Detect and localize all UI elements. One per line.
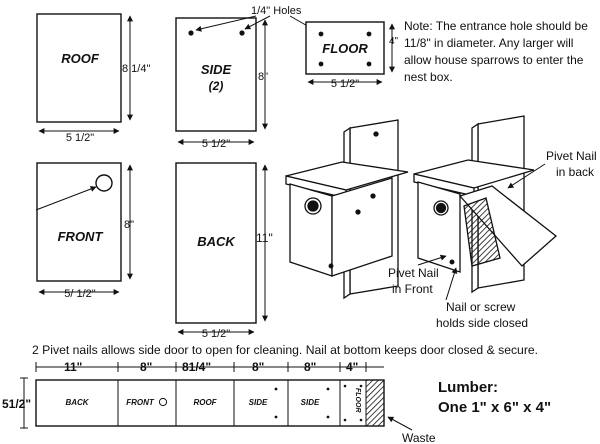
birdhouse-open-illustration — [413, 115, 558, 294]
back-height-dim: 11" — [256, 231, 273, 245]
piece-front: FRONT — [126, 398, 155, 407]
floor-width-dim: 5 1/2" — [331, 78, 359, 90]
back-width-dim: 5 1/2" — [202, 328, 230, 340]
side-width-dim: 5 1/2" — [202, 138, 230, 150]
front-height-dim: 8" — [124, 219, 134, 231]
birdhouse-closed-illustration — [285, 119, 409, 300]
hole-icon — [318, 31, 324, 37]
dim-side-2: 8" — [304, 360, 316, 374]
dim-front: 8" — [140, 360, 152, 374]
roof-height-dim: 8 1/4" — [122, 63, 150, 75]
waste-label: Waste — [402, 431, 436, 444]
cut-layout: 11" 8" 81/4" 8" 8" 4" 51/2" BACK FRONT R… — [2, 360, 436, 444]
hole-icon — [239, 30, 245, 36]
roof-width-dim: 5 1/2" — [66, 132, 94, 144]
dim-side-1: 8" — [252, 360, 264, 374]
holes-callout: 1/4" Holes — [195, 5, 319, 33]
piece-side-1: SIDE — [249, 398, 268, 407]
floor-label: FLOOR — [322, 41, 368, 56]
svg-text:Pivet Nail: Pivet Nail — [388, 266, 439, 280]
hole-icon — [188, 30, 194, 36]
pivot-front-callout: Pivet Nail in Front — [388, 254, 447, 296]
piece-roof: ROOF — [193, 398, 217, 407]
waste-area — [365, 379, 385, 427]
entrance-hole-icon — [158, 397, 168, 407]
floor-height-dim: 4" — [389, 36, 399, 47]
roof-panel: ROOF 8 1/4" 5 1/2" — [36, 13, 150, 144]
svg-text:holds side closed: holds side closed — [436, 316, 528, 330]
hole-icon — [366, 61, 372, 67]
pivot-back-callout: Pivet Nail in back — [507, 149, 597, 189]
svg-text:in Front: in Front — [392, 282, 433, 296]
pivot-back-line2: in back — [556, 165, 595, 179]
dim-roof: 81/4" — [182, 360, 211, 374]
hole-icon — [318, 61, 324, 67]
lumber-title: Lumber: — [438, 379, 498, 396]
svg-text:Nail or screw: Nail or screw — [446, 300, 516, 314]
side-height-dim: 8" — [258, 71, 268, 83]
dim-back: 11" — [64, 360, 82, 374]
back-label: BACK — [197, 234, 236, 249]
piece-side-2: SIDE — [301, 398, 320, 407]
side-panel: SIDE (2) 8" 5 1/2" — [175, 17, 268, 150]
entrance-hole-icon — [95, 174, 113, 192]
side-label: SIDE — [201, 62, 232, 77]
pivot-caption: 2 Pivet nails allows side door to open f… — [32, 343, 539, 357]
piece-floor: FLOOR — [354, 388, 361, 413]
lumber-size: One 1" x 6" x 4" — [438, 399, 552, 416]
front-panel: FRONT 8" 5/ 1/2" — [35, 162, 134, 300]
front-width-dim: 5/ 1/2" — [64, 288, 96, 300]
dim-floor: 4" — [346, 360, 358, 374]
holes-label: 1/4" Holes — [251, 5, 302, 17]
side-count: (2) — [209, 79, 224, 93]
hole-icon — [366, 31, 372, 37]
back-panel: BACK 11" 5 1/2" — [175, 162, 273, 340]
front-label: FRONT — [58, 229, 104, 244]
board-height-dim: 51/2" — [2, 397, 31, 411]
pivot-back-line1: Pivet Nail — [546, 149, 597, 163]
lumber-summary: Lumber: One 1" x 6" x 4" — [438, 378, 551, 418]
floor-panel: FLOOR 4" 5 1/2" — [305, 21, 399, 90]
piece-back: BACK — [65, 398, 89, 407]
nail-screw-callout: Nail or screw holds side closed — [436, 267, 528, 330]
entrance-hole-note: Note: The entrance hole should be 11/8" … — [404, 19, 588, 84]
roof-label: ROOF — [61, 51, 100, 66]
